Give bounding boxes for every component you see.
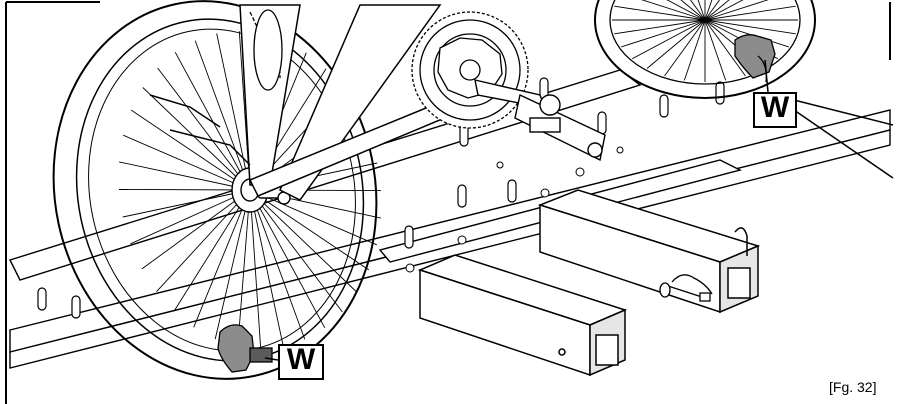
spoke <box>249 189 262 349</box>
hitch-tube-left <box>417 254 628 377</box>
spoke <box>704 0 730 21</box>
spoke <box>704 19 796 35</box>
rail-holes <box>405 146 624 273</box>
spoke <box>156 189 251 293</box>
spoke <box>614 19 706 35</box>
wheel-strap-bottom <box>217 324 273 373</box>
spoke <box>157 67 251 191</box>
chainring <box>411 11 529 129</box>
spoke <box>216 33 251 191</box>
spoke <box>704 5 796 21</box>
rail-slots <box>37 77 725 319</box>
callout-w-bottom: W <box>278 344 324 380</box>
spoke <box>237 189 251 347</box>
bike-chain <box>249 9 283 91</box>
spoke <box>641 0 706 21</box>
spoke <box>704 0 721 21</box>
spoke <box>249 189 343 313</box>
frame-lines <box>5 1 891 404</box>
spoke <box>704 19 789 48</box>
spoke <box>689 0 706 21</box>
spoke <box>174 51 251 191</box>
spoke <box>173 189 251 312</box>
spoke <box>214 189 251 340</box>
spoke <box>249 189 284 347</box>
spoke <box>249 189 306 340</box>
spoke <box>704 0 713 21</box>
spoke <box>680 0 706 21</box>
callout-w-top: W <box>753 92 797 128</box>
spoke <box>122 189 251 218</box>
spoke <box>123 134 251 191</box>
spoke <box>249 189 377 246</box>
spoke <box>249 189 326 329</box>
callout-leader-lines <box>264 59 894 361</box>
figure-label: [Fg. 32] <box>829 379 877 395</box>
spoke <box>632 19 706 60</box>
spoke <box>666 0 706 21</box>
spoke <box>194 40 251 191</box>
spoke <box>193 189 251 328</box>
spoke <box>249 189 358 293</box>
spoke <box>683 19 706 81</box>
spoke <box>614 5 706 21</box>
spoke <box>249 189 370 271</box>
spoke <box>118 188 251 191</box>
spoke <box>130 109 251 191</box>
spoke <box>130 189 251 245</box>
spoke <box>704 0 744 21</box>
hitch-tube-right <box>537 189 761 314</box>
rear-wheel <box>594 0 816 99</box>
spoke <box>141 189 251 270</box>
spoke <box>119 161 251 191</box>
spoke <box>646 19 706 69</box>
spoke <box>664 19 706 77</box>
spoke <box>697 0 706 21</box>
spoke <box>704 19 746 77</box>
hitch-pin <box>659 274 713 302</box>
spoke <box>142 87 251 191</box>
spoke <box>704 0 769 21</box>
crank-and-pedal <box>474 79 606 162</box>
wheel-strap-top <box>734 34 776 83</box>
spoke <box>704 19 727 81</box>
spoke <box>621 19 706 48</box>
